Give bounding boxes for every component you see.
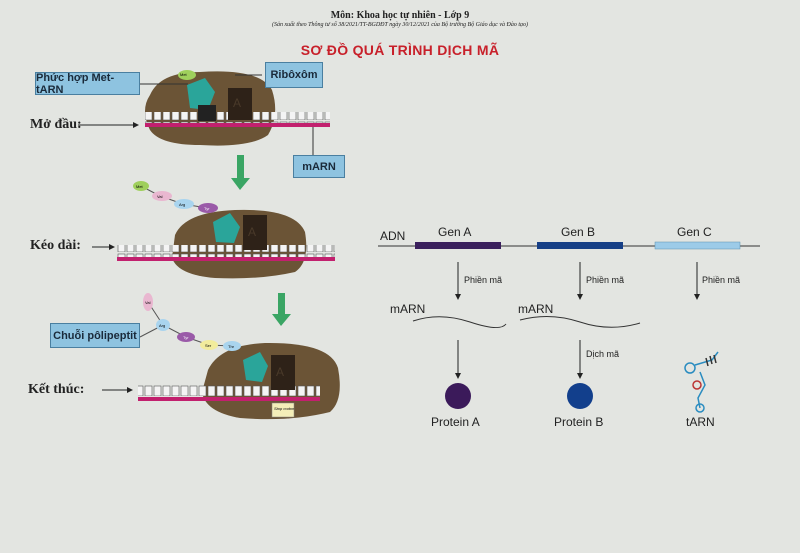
- amino-acid-label: Arg: [159, 323, 166, 328]
- green-arrow: [231, 155, 250, 190]
- gene-b-label: Gen B: [561, 225, 596, 239]
- amino-acid-label: Tyr: [204, 206, 210, 211]
- transcription-label: Phiền mã: [586, 275, 625, 285]
- mrna-strand: [117, 257, 335, 261]
- amino-acid-label: Arg: [179, 202, 186, 207]
- amino-acid-label: Ser: [205, 343, 212, 348]
- protein-b-label: Protein B: [554, 415, 604, 429]
- trna-icon: [243, 352, 268, 382]
- site-a-label: A: [233, 96, 242, 110]
- amino-acid-label: Met: [180, 72, 187, 77]
- subject-heading: Môn: Khoa học tự nhiên - Lớp 9: [330, 10, 470, 21]
- amino-acid-label: Tyr: [183, 335, 189, 340]
- mrna-wave-b: [519, 316, 641, 328]
- mrna-strand: [138, 397, 320, 401]
- protein-b-circle: [567, 383, 593, 409]
- transcription-label: Phiền mã: [464, 275, 503, 285]
- amino-acid-label: Val: [157, 194, 163, 199]
- amino-acid-label: Met: [136, 184, 143, 189]
- source-note: (Sản xuất theo Thông tư số 38/2021/TT-BG…: [271, 22, 528, 28]
- stage-elongation: Kéo dài:: [30, 238, 81, 253]
- amino-acid-met: [178, 70, 196, 80]
- trna-icon: [187, 78, 215, 110]
- dna-label: ADN: [380, 229, 406, 243]
- stop-codon-box: [271, 402, 295, 418]
- mrna-wave-a: [412, 316, 507, 328]
- gene-a-label: Gen A: [438, 225, 472, 239]
- mrna-a-label: mARN: [390, 302, 426, 316]
- gene-c-label: Gen C: [677, 225, 712, 239]
- mrna-label: mARN: [293, 155, 345, 178]
- ribosome-initiation: [78, 70, 330, 155]
- protein-a-label: Protein A: [431, 415, 480, 429]
- gene-b-bar: [537, 242, 623, 249]
- stage-termination: Kết thúc:: [28, 382, 85, 397]
- transcription-label: Phiền mã: [702, 275, 741, 285]
- gene-expression-graphics: [378, 241, 760, 413]
- green-arrow: [272, 293, 291, 326]
- stage-initiation: Mở đầu:: [30, 117, 82, 132]
- met-trna-complex-label: Phức hợp Met-tARN: [35, 72, 140, 96]
- amino-acid-label: Val: [145, 300, 151, 305]
- ribosome-elongation: [92, 181, 335, 279]
- amino-acid-label: Thr: [228, 344, 234, 349]
- trna-icon: [213, 213, 240, 243]
- protein-a-circle: [445, 383, 471, 409]
- page-title: SƠ ĐỒ QUÁ TRÌNH DỊCH MÃ: [300, 42, 500, 58]
- site-a-label: A: [276, 365, 285, 379]
- trna-label: tARN: [686, 415, 715, 429]
- trna-molecule-icon: [684, 351, 719, 413]
- mrna-b-label: mARN: [518, 302, 554, 316]
- stop-codon-label: Stop codon: [274, 406, 295, 411]
- site-a-label: A: [248, 225, 257, 239]
- translation-label: Dịch mã: [586, 349, 620, 359]
- mrna-strand: [145, 123, 330, 127]
- gene-c-bar: [654, 241, 741, 250]
- ribosome-termination: [102, 293, 340, 420]
- gene-a-bar: [415, 242, 501, 249]
- ribosome-label: Ribôxôm: [265, 62, 323, 88]
- polypeptide-label: Chuỗi pôlipeptit: [50, 323, 140, 348]
